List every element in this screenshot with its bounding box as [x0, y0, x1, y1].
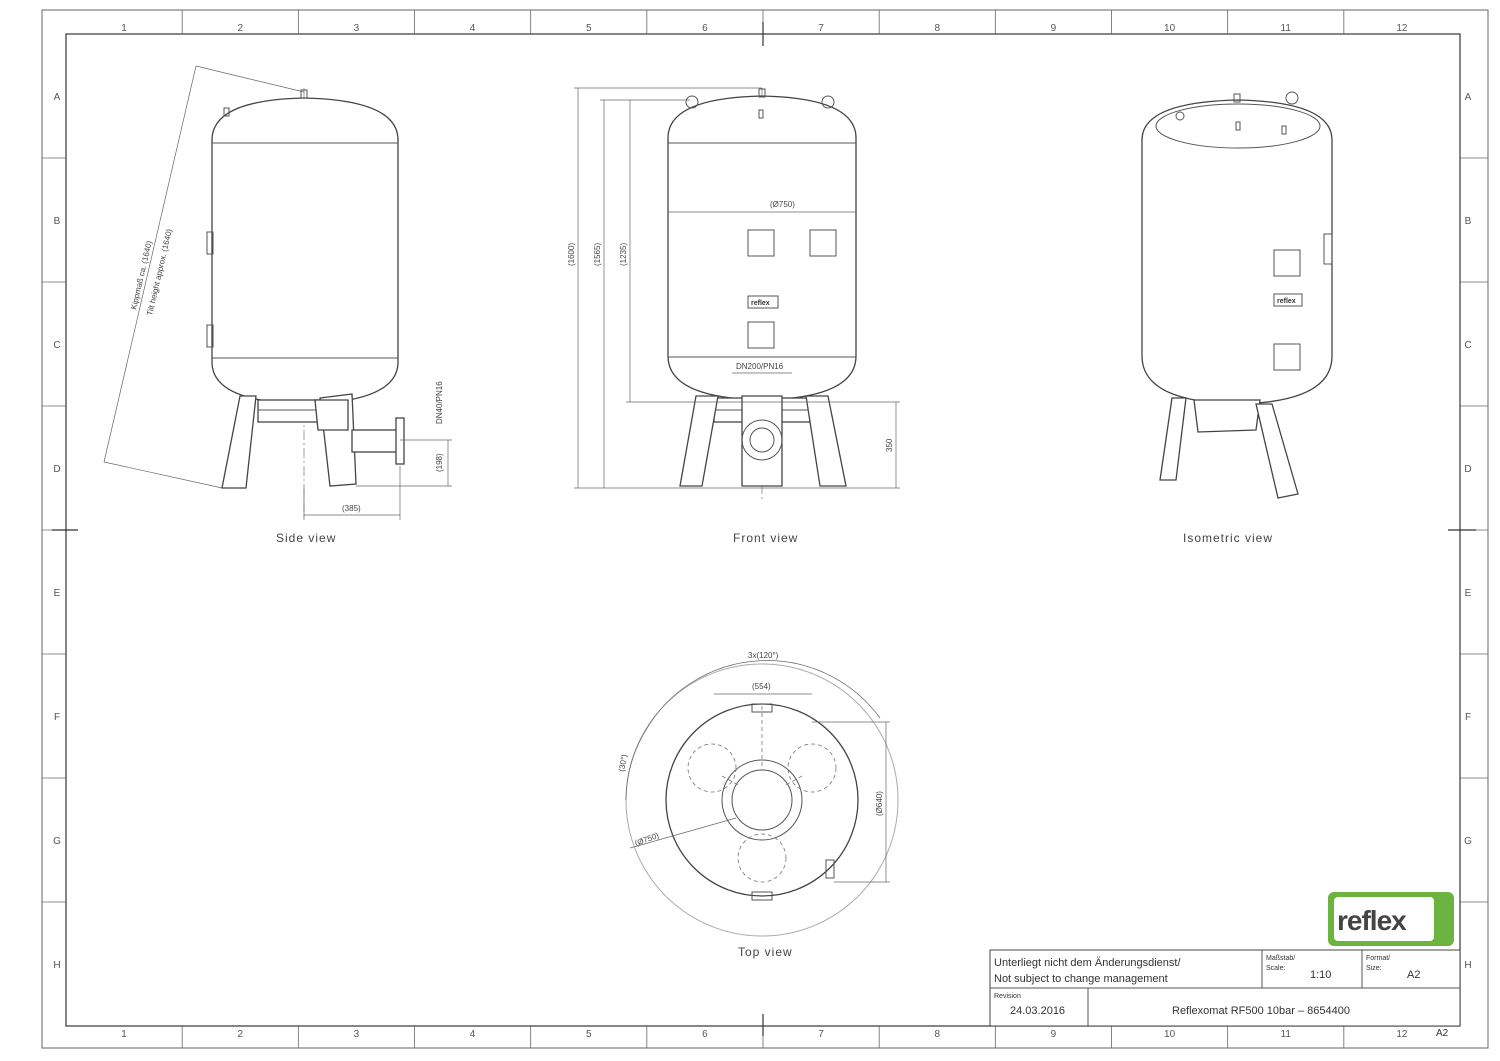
format-label-en: Size:	[1366, 965, 1382, 972]
format-label: Format/	[1366, 955, 1390, 962]
zone-column-label: 8	[934, 1029, 940, 1040]
logo-text: reflex	[1337, 905, 1407, 936]
zone-column-label: 12	[1396, 23, 1408, 34]
zone-column-label: 6	[702, 23, 708, 34]
zone-row-label: F	[1465, 712, 1471, 723]
zone-row-label: A	[1465, 92, 1472, 103]
zone-column-label: 9	[1051, 1029, 1057, 1040]
zone-column-label: 5	[586, 1029, 592, 1040]
dn200-label: DN200/PN16	[736, 362, 784, 371]
revision-label: Revision	[994, 993, 1021, 1000]
format-value: A2	[1407, 969, 1420, 981]
isometric-view-caption: Isometric view	[1183, 531, 1273, 545]
outer-frame	[41, 9, 1489, 1049]
zone-column-label: 6	[702, 1029, 708, 1040]
dim-750-front: (Ø750)	[770, 200, 795, 209]
dim-1565: (1565)	[593, 243, 602, 266]
zone-row-label: D	[1464, 464, 1471, 475]
side-view: Kippmaß ca. (1640) Tilt height approx. (…	[103, 65, 452, 545]
zone-row-label: G	[53, 836, 61, 847]
revision-value: 24.03.2016	[1010, 1005, 1065, 1017]
zone-column-label: 7	[818, 1029, 824, 1040]
zone-column-label: 7	[818, 23, 824, 34]
reflex-logo: reflex	[1328, 892, 1454, 946]
corner-size: A2	[1436, 1028, 1449, 1039]
zone-column-label: 4	[470, 23, 476, 34]
zone-row-label: E	[1465, 588, 1472, 599]
zone-column-label: 9	[1051, 23, 1057, 34]
angle-120: 3x(120°)	[748, 651, 779, 660]
dim-554: (554)	[752, 682, 771, 691]
dim-198: (198)	[435, 453, 444, 472]
zone-column-label: 1	[121, 23, 127, 34]
zone-column-label: 3	[354, 23, 360, 34]
scale-label-en: Scale:	[1266, 965, 1286, 972]
scale-label: Maßstab/	[1266, 955, 1295, 962]
front-view: reflex (Ø750) DN200/PN16 (1600) (1565) (…	[567, 87, 900, 545]
drawing-title: Reflexomat RF500 10bar – 8654400	[1172, 1005, 1350, 1017]
zone-column-label: 11	[1281, 23, 1292, 34]
side-view-caption: Side view	[276, 531, 336, 545]
dim-350: 350	[885, 438, 894, 452]
dim-1600: (1600)	[567, 243, 576, 266]
title-block: Unterliegt nicht dem Änderungsdienst/ No…	[989, 949, 1461, 1039]
zone-column-label: 2	[237, 1029, 243, 1040]
zone-row-label: H	[1464, 960, 1471, 971]
zone-row-label: C	[1464, 340, 1471, 351]
scale-value: 1:10	[1310, 969, 1331, 981]
zone-row-label: F	[54, 712, 60, 723]
front-view-caption: Front view	[733, 531, 798, 545]
zone-row-label: H	[53, 960, 60, 971]
front-nameplate: reflex	[751, 300, 770, 307]
zone-row-label: B	[1465, 216, 1472, 227]
note-en: Not subject to change management	[994, 973, 1168, 985]
zone-column-label: 8	[934, 23, 940, 34]
dim-640: (Ø640)	[875, 791, 884, 816]
zone-row-label: E	[54, 588, 61, 599]
zone-column-label: 10	[1164, 23, 1176, 34]
zone-column-label: 1	[121, 1029, 127, 1040]
zone-column-label: 4	[470, 1029, 476, 1040]
zone-row-label: D	[53, 464, 60, 475]
zone-column-label: 5	[586, 23, 592, 34]
zone-row-label: G	[1464, 836, 1472, 847]
zone-column-label: 12	[1396, 1029, 1408, 1040]
zone-column-label: 11	[1281, 1029, 1292, 1040]
zone-row-label: C	[53, 340, 60, 351]
zone-column-label: 3	[354, 1029, 360, 1040]
zone-row-label: A	[54, 92, 61, 103]
dim-750-top: (Ø750)	[634, 831, 661, 848]
dn40-label: DN40/PN16	[435, 381, 444, 424]
angle-30: (30°)	[617, 753, 629, 772]
dim-1235: (1235)	[619, 243, 628, 266]
centering-marks	[52, 22, 1476, 1036]
top-view: 3x(120°) (554) (30°) (Ø750) (Ø640) Top v…	[617, 651, 899, 959]
dim-385: (385)	[342, 504, 361, 513]
zone-row-label: B	[54, 216, 61, 227]
iso-nameplate: reflex	[1277, 298, 1296, 305]
note-de: Unterliegt nicht dem Änderungsdienst/	[994, 957, 1181, 969]
top-view-caption: Top view	[738, 945, 793, 959]
isometric-view: reflex Isometric view	[1141, 91, 1333, 545]
zone-column-label: 2	[237, 23, 243, 34]
zone-column-label: 10	[1164, 1029, 1176, 1040]
